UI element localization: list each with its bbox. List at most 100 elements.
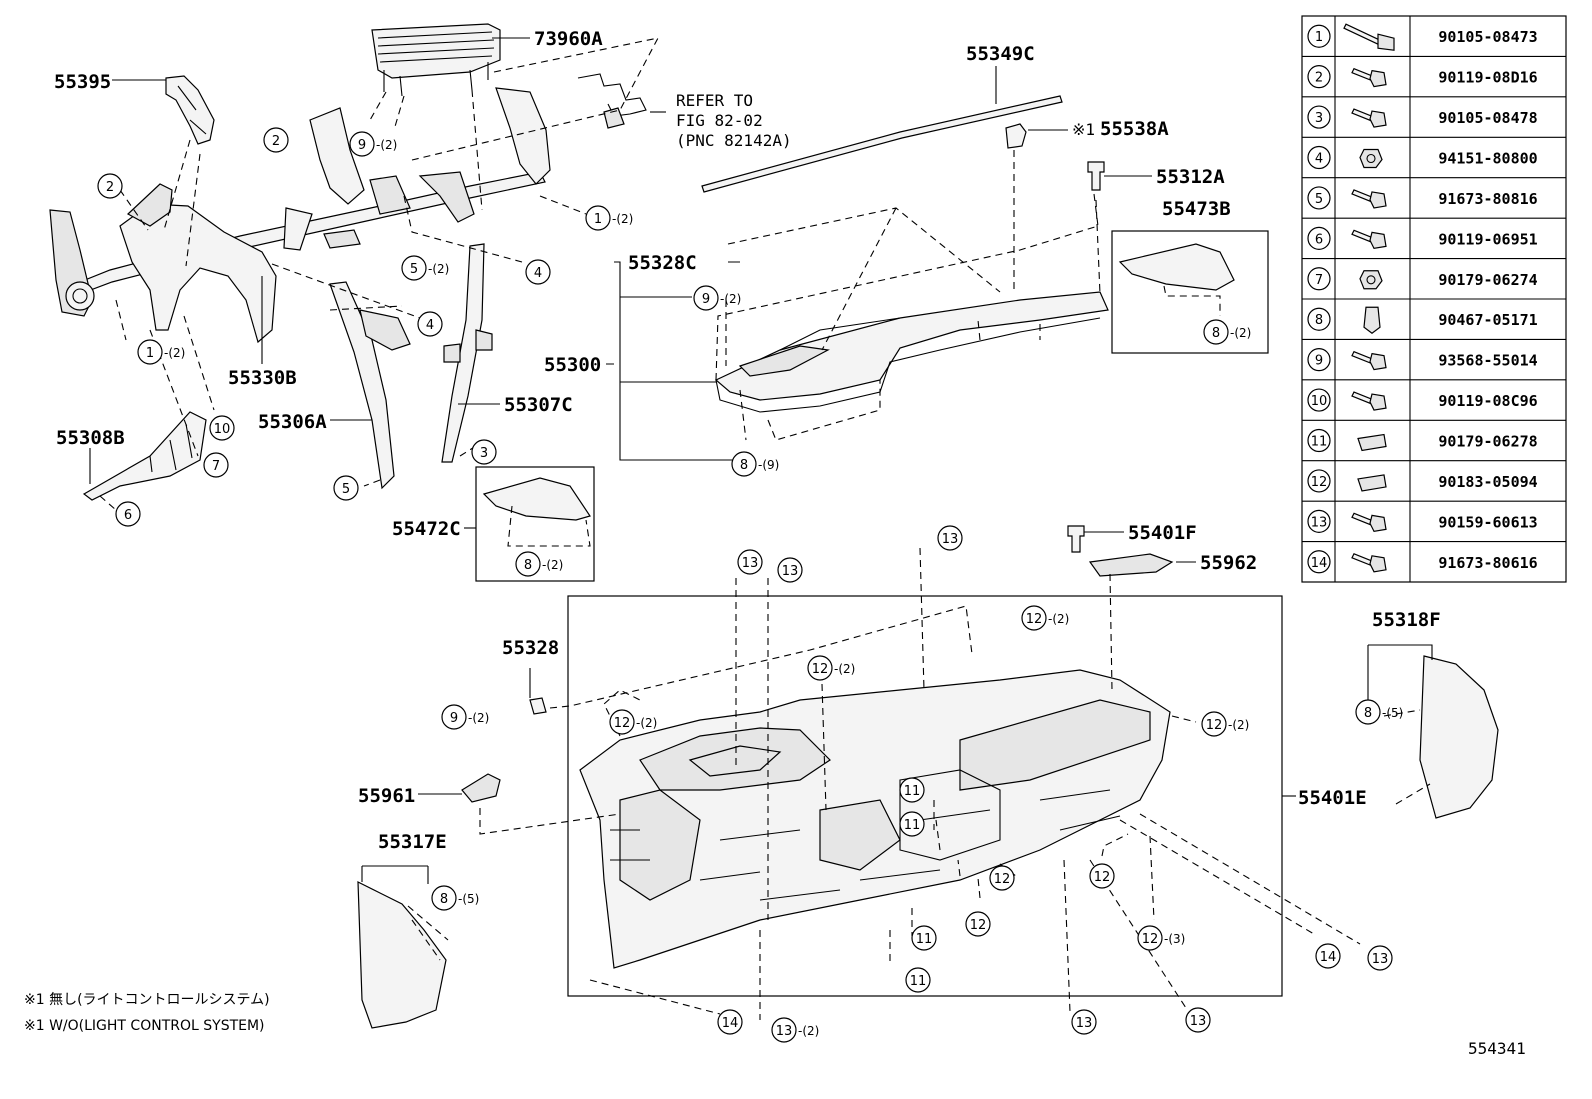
callout-quantity: -(2) [468, 711, 489, 725]
fastener-number-circle [1307, 24, 1331, 48]
fastener-number: 9 [1315, 354, 1323, 369]
fastener-number-circle [1307, 388, 1331, 412]
callout-number: 11 [904, 784, 921, 799]
label-55401F: 55401F [1128, 522, 1197, 544]
callout-circle [807, 655, 833, 681]
label-55962: 55962 [1200, 552, 1257, 574]
callout-number: 3 [480, 446, 488, 461]
callout-number: 12 [994, 872, 1011, 887]
fastener-number: 1 [1315, 30, 1323, 45]
callout: 3 [471, 439, 497, 465]
fastener-icon [1357, 433, 1387, 452]
refer-line-2: FIG 82-02 [676, 111, 763, 130]
callout-quantity: -(2) [542, 558, 563, 572]
label-55961: 55961 [358, 785, 415, 807]
callout: 12 [989, 865, 1015, 891]
callout-number: 12 [1206, 718, 1223, 733]
label-55328C: 55328C [628, 252, 697, 274]
vent-55962 [1088, 553, 1174, 577]
callout-circle [1089, 863, 1115, 889]
callout: 13 [737, 549, 763, 575]
callout-number: 13 [742, 556, 759, 571]
fastener-number: 11 [1311, 435, 1328, 450]
fastener-number: 6 [1315, 232, 1323, 247]
callout: 12 -(2) [1201, 711, 1249, 737]
callout-number: 11 [910, 974, 927, 989]
callout-circle [1201, 711, 1227, 737]
callout: 13 [1071, 1009, 1097, 1035]
callout-number: 8 [440, 892, 448, 907]
callout-circle [965, 911, 991, 937]
callout-number: 13 [1076, 1016, 1093, 1031]
defroster-strip-55349C [701, 95, 1063, 193]
fastener-icon [1359, 270, 1383, 290]
callout-number: 4 [426, 318, 434, 333]
callout-number: 8 [1212, 326, 1220, 341]
fastener-number: 8 [1315, 313, 1323, 328]
callout-number: 5 [410, 262, 418, 277]
callout-number: 8 [740, 458, 748, 473]
callout: 9-(2) [441, 704, 489, 730]
label-55473B: 55473B [1162, 198, 1231, 220]
callout-circle [693, 285, 719, 311]
fastener-part-number: 91673-80616 [1438, 554, 1537, 572]
fastener-icon [1351, 67, 1387, 88]
callout: 9-(2) [349, 131, 397, 157]
callout-number: 13 [782, 564, 799, 579]
callout-quantity: -(2) [834, 662, 855, 676]
clip-55328 [529, 697, 547, 715]
callout: 8 -(5) [431, 885, 479, 911]
fastener-part-number: 90159-60613 [1438, 513, 1537, 531]
clip-55312A [1087, 161, 1105, 191]
callout: 2 [97, 173, 123, 199]
bracket-55395 [165, 75, 215, 145]
callout-circle [137, 339, 163, 365]
footnote-en: ※1 W/O(LIGHT CONTROL SYSTEM) [24, 1018, 265, 1034]
callout-circle [203, 452, 229, 478]
fastener-number: 7 [1315, 273, 1323, 288]
fastener-part-number: 90119-08D16 [1438, 69, 1537, 87]
label-55538A: 55538A [1100, 118, 1169, 140]
callout: 2 [263, 127, 289, 153]
callout-circle [97, 173, 123, 199]
fastener-number-circle [1307, 226, 1331, 250]
callout-circle [717, 1009, 743, 1035]
callout-number: 12 [1026, 612, 1043, 627]
callout-quantity: -(2) [1048, 612, 1069, 626]
fastener-part-number: 90179-06274 [1438, 271, 1537, 289]
fastener-part-number: 91673-80816 [1438, 190, 1537, 208]
fastener-icon [1359, 148, 1383, 169]
fastener-part-number: 90105-08478 [1438, 109, 1537, 127]
callout-number: 8 [1364, 706, 1372, 721]
callout-quantity: -(2) [164, 346, 185, 360]
callout-circle [333, 475, 359, 501]
callout-number: 7 [212, 459, 220, 474]
callout: 12 [965, 911, 991, 937]
callout-number: 2 [106, 180, 114, 195]
label-55318F: 55318F [1372, 609, 1441, 631]
callout-quantity: -(5) [458, 892, 479, 906]
fastener-number-circle [1307, 65, 1331, 89]
fastener-icon [1357, 474, 1387, 492]
callout-circle [937, 525, 963, 551]
callout-number: 11 [904, 818, 921, 833]
callout: 8-(2) [515, 551, 563, 577]
callout-circle [1355, 699, 1381, 725]
fastener-part-number: 90119-06951 [1438, 230, 1537, 248]
callout-circle [1367, 945, 1393, 971]
callout-quantity: -(9) [758, 458, 779, 472]
callout-number: 1 [594, 212, 602, 227]
callout-number: 13 [776, 1024, 793, 1039]
label-55312A: 55312A [1156, 166, 1225, 188]
callout: 12 -(2) [1021, 605, 1069, 631]
fastener-row: 6 90119-06951 [1307, 226, 1538, 250]
callout-quantity: -(2) [1228, 718, 1249, 732]
fastener-number-circle [1307, 145, 1331, 170]
callout-number: 10 [214, 422, 231, 437]
callout: 12-(3) [1137, 925, 1185, 951]
callout-circle [771, 1017, 797, 1043]
